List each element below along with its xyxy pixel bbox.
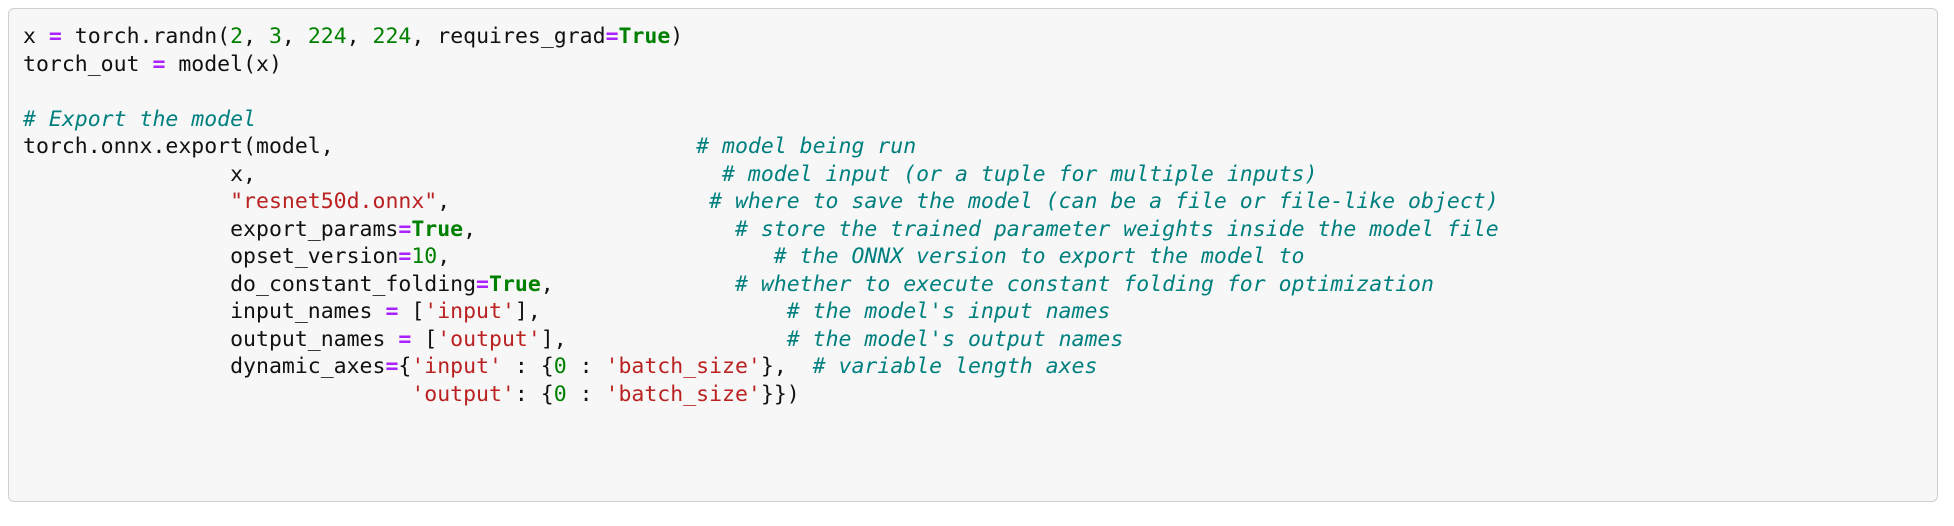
code-token-c: # the ONNX version to export the model t… [773, 244, 1305, 269]
code-token-n: x, [23, 161, 256, 187]
code-token-n: torch.randn( [61, 24, 231, 49]
code-line: # Export the model [23, 106, 1937, 134]
code-token-n [450, 189, 709, 214]
code-token-s: 'input' [424, 299, 515, 324]
code-token-mi: 2 [230, 24, 244, 49]
code-token-n [476, 217, 735, 242]
code-block: x = torch.randn(2, 3, 224, 224, requires… [8, 8, 1938, 502]
code-token-p: , [437, 244, 451, 269]
code-token-s: 'batch_size' [605, 354, 761, 379]
code-line [23, 78, 1937, 106]
code-token-o: = [398, 244, 412, 269]
code-token-n [554, 272, 735, 297]
code-token-p: [ [398, 299, 425, 324]
code-line: do_constant_folding=True, # whether to e… [23, 271, 1937, 299]
code-line: input_names = ['input'], # the model's i… [23, 298, 1937, 326]
code-token-c: # model being run [696, 134, 917, 159]
code-token-p: ], [514, 299, 541, 324]
code-token-p: }, [760, 354, 787, 379]
code-token-kc: True [618, 24, 671, 49]
code-token-o: = [385, 299, 399, 324]
code-token-n: model(x) [165, 51, 282, 77]
code-token-mi: 0 [553, 381, 567, 407]
code-token-mi: 224 [307, 24, 347, 49]
code-token-kc: True [489, 271, 541, 297]
code-token-mi: 224 [372, 24, 412, 49]
code-token-c: # whether to execute constant folding fo… [734, 271, 1434, 297]
code-token-n: export_params [23, 216, 399, 242]
code-token-p: : { [514, 381, 554, 407]
code-token-n [334, 134, 696, 159]
code-token-o: = [476, 271, 489, 297]
code-token-mi: 3 [268, 24, 282, 49]
code-token-n [567, 327, 787, 352]
code-token-n [450, 244, 774, 269]
code-token-n: input_names [23, 299, 386, 324]
code-token-o: = [398, 326, 412, 352]
code-token-n [541, 299, 787, 324]
code-token-p: : [566, 354, 606, 379]
code-token-s: 'batch_size' [605, 381, 761, 407]
code-token-o: = [48, 24, 62, 49]
code-token-n [23, 189, 230, 214]
code-token-c: # Export the model [23, 106, 256, 132]
code-token-p: , [281, 24, 308, 49]
code-token-c: # the model's output names [786, 326, 1124, 352]
code-line: output_names = ['output'], # the model's… [23, 326, 1937, 354]
code-area[interactable]: x = torch.randn(2, 3, 224, 224, requires… [9, 9, 1937, 422]
code-token-p: [ [411, 326, 438, 352]
code-token-p: : { [501, 354, 554, 379]
code-line: x, # model input (or a tuple for multipl… [23, 161, 1937, 189]
code-token-n: torch.onnx.export(model, [23, 134, 334, 159]
code-token-o: = [398, 216, 412, 242]
code-token-n: dynamic_axes [23, 354, 386, 379]
code-token-c: # the model's input names [786, 299, 1111, 324]
code-token-o: = [152, 51, 166, 77]
code-line: dynamic_axes={'input' : {0 : 'batch_size… [23, 353, 1937, 381]
code-token-c: # variable length axes [812, 354, 1098, 379]
code-token-p: , [243, 24, 269, 49]
code-token-p: ) [670, 24, 684, 49]
code-token-p: , [437, 189, 451, 214]
code-token-n [787, 354, 813, 379]
code-line: 'output': {0 : 'batch_size'}}) [23, 381, 1937, 409]
code-token-c: # model input (or a tuple for multiple i… [722, 161, 1318, 187]
code-token-n: opset_version [23, 244, 399, 269]
code-line: torch.onnx.export(model, # model being r… [23, 133, 1937, 161]
code-token-kc: True [411, 216, 464, 242]
code-token-o: = [605, 24, 619, 49]
code-token-p: , [346, 24, 373, 49]
code-line: x = torch.randn(2, 3, 224, 224, requires… [23, 23, 1937, 51]
code-token-p: { [398, 354, 412, 379]
code-token-s: "resnet50d.onnx" [230, 189, 438, 214]
code-token-mi: 10 [411, 244, 438, 269]
code-token-n [256, 162, 722, 187]
code-token-n: , requires_grad [411, 24, 606, 49]
code-token-n: do_constant_folding [23, 271, 477, 297]
code-token-s: 'output' [437, 326, 541, 352]
code-line: export_params=True, # store the trained … [23, 216, 1937, 244]
code-token-n [23, 382, 411, 407]
code-token-p: }}) [760, 381, 800, 407]
code-line: torch_out = model(x) [23, 51, 1937, 79]
code-token-p: ], [540, 326, 567, 352]
code-token-p: : [566, 381, 606, 407]
code-token-mi: 0 [553, 354, 567, 379]
code-line: "resnet50d.onnx", # where to save the mo… [23, 188, 1937, 216]
code-line: opset_version=10, # the ONNX version to … [23, 243, 1937, 271]
code-token-s: 'input' [411, 354, 502, 379]
code-token-n: output_names [23, 326, 399, 352]
code-token-s: 'output' [411, 381, 515, 407]
code-token-p: , [463, 216, 477, 242]
code-token-n: x [23, 24, 49, 49]
code-token-o: = [385, 354, 399, 379]
code-token-c: # where to save the model (can be a file… [709, 189, 1499, 214]
code-token-n: torch_out [23, 51, 153, 77]
code-token-c: # store the trained parameter weights in… [734, 216, 1499, 242]
code-token-p: , [540, 271, 554, 297]
